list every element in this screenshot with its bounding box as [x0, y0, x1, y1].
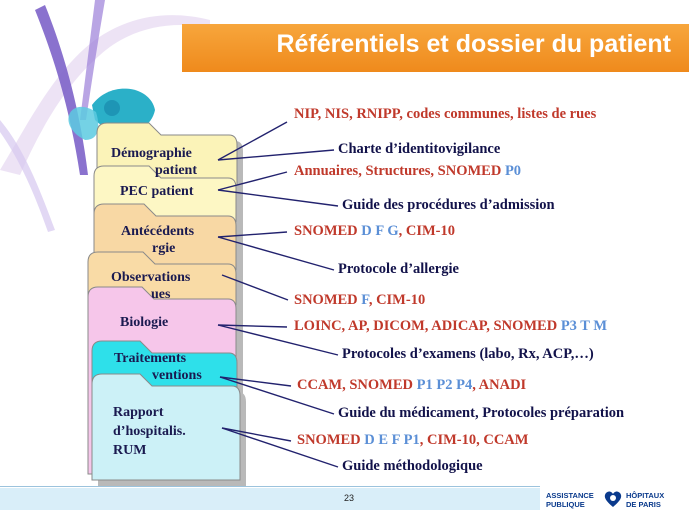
row-text-part: Guide du médicament, Protocoles préparat…: [338, 405, 624, 421]
row-guide: Protocole d’allergie: [338, 261, 459, 278]
tab-label-line1: Observations: [111, 269, 190, 286]
tab-pec-patient: PEC patient: [120, 183, 194, 200]
row-guide: Guide méthodologique: [342, 458, 483, 475]
logo-text: HÔPITAUX: [626, 491, 664, 500]
row-guide: Charte d’identitovigilance: [338, 141, 500, 158]
footer-divider: [0, 486, 540, 487]
row-referentiel: NIP, NIS, RNIPP, codes communes, listes …: [294, 106, 596, 123]
aphp-logo: ASSISTANCE PUBLIQUE HÔPITAUX DE PARIS: [546, 488, 686, 514]
page-number: 23: [337, 493, 361, 503]
row-text-part: SNOMED: [297, 432, 364, 448]
row-text-part: Protocoles d’examens (labo, Rx, ACP,…): [342, 346, 594, 362]
tab-label-line1: Biologie: [120, 314, 168, 331]
row-text-part: Annuaires, Structures, SNOMED: [294, 163, 505, 179]
row-text-part: SNOMED: [294, 223, 361, 239]
tab-label-line2: d’hospitalis.: [113, 422, 186, 441]
tab-label-line2: ues: [111, 286, 190, 303]
row-text-part: F: [361, 292, 369, 308]
row-referentiel: Annuaires, Structures, SNOMED P0: [294, 163, 521, 180]
row-text-part: , CIM-10: [399, 223, 455, 239]
footer-band: [0, 488, 540, 510]
tab-antecedents: Antécédents rgie: [121, 223, 194, 257]
row-text-part: D F G: [361, 223, 398, 239]
row-text-part: NIP, NIS, RNIPP, codes communes, listes …: [294, 106, 596, 122]
row-guide: Protocoles d’examens (labo, Rx, ACP,…): [342, 346, 594, 363]
row-text-part: SNOMED: [294, 292, 361, 308]
row-text-part: Protocole d’allergie: [338, 261, 459, 277]
row-text-part: P1 P2 P4: [417, 377, 473, 393]
row-text-part: Guide méthodologique: [342, 458, 483, 474]
tab-label-line2: ventions: [114, 367, 202, 384]
row-text-part: LOINC, AP, DICOM, ADICAP, SNOMED: [294, 318, 561, 334]
tab-label-line2: patient: [111, 162, 197, 179]
tab-label-line1: Rapport: [113, 403, 186, 422]
tab-label-line1: Traitements: [114, 350, 202, 367]
logo-text: ASSISTANCE: [546, 491, 594, 500]
tab-label-line2: rgie: [121, 240, 194, 257]
tab-label-line1: Antécédents: [121, 223, 194, 240]
row-text-part: P0: [505, 163, 521, 179]
logo-text: PUBLIQUE: [546, 500, 585, 509]
row-guide: Guide des procédures d’admission: [342, 197, 555, 214]
tab-demographie: Démographie patient: [111, 145, 197, 179]
row-text-part: D E F P1: [364, 432, 419, 448]
row-text-part: CCAM, SNOMED: [297, 377, 417, 393]
row-referentiel: SNOMED D E F P1, CIM-10, CCAM: [297, 432, 528, 449]
row-text-part: , ANADI: [472, 377, 526, 393]
heart-icon: [603, 489, 623, 509]
row-referentiel: SNOMED F, CIM-10: [294, 292, 425, 309]
row-guide: Guide du médicament, Protocoles préparat…: [338, 405, 624, 422]
tab-observations: Observations ues: [111, 269, 190, 303]
row-text-part: , CIM-10, CCAM: [420, 432, 529, 448]
row-text-part: Charte d’identitovigilance: [338, 141, 500, 157]
tab-label-line3: RUM: [113, 441, 186, 460]
row-text-part: P3 T M: [561, 318, 607, 334]
tab-label-line1: Démographie: [111, 145, 197, 162]
row-text-part: Guide des procédures d’admission: [342, 197, 555, 213]
row-referentiel: SNOMED D F G, CIM-10: [294, 223, 455, 240]
tab-biologie: Biologie: [120, 314, 168, 331]
logo-text: DE PARIS: [626, 500, 661, 509]
row-text-part: , CIM-10: [369, 292, 425, 308]
row-referentiel: LOINC, AP, DICOM, ADICAP, SNOMED P3 T M: [294, 318, 607, 335]
row-referentiel: CCAM, SNOMED P1 P2 P4, ANADI: [297, 377, 526, 394]
tab-rapport: Rapport d’hospitalis. RUM: [113, 403, 186, 460]
tab-traitements: Traitements ventions: [114, 350, 202, 384]
tab-label-line1: PEC patient: [120, 183, 194, 200]
